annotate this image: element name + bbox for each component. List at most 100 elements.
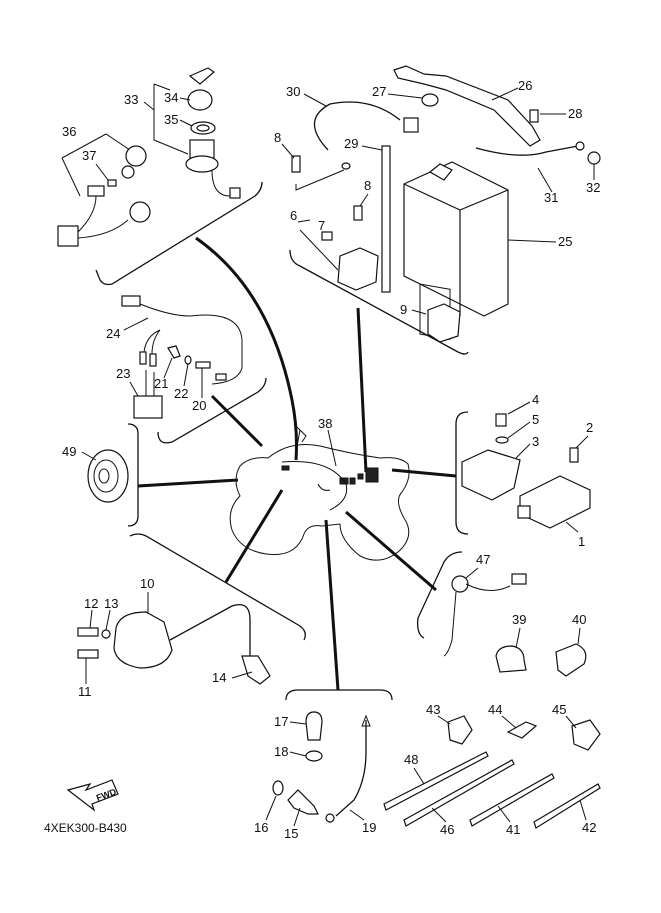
callout-9: 9 (400, 302, 407, 317)
callout-38: 38 (318, 416, 332, 431)
callout-37: 37 (82, 148, 96, 163)
frame-sensor-group (285, 689, 393, 701)
washer-13 (101, 629, 111, 639)
breather-tube (381, 145, 391, 293)
callout-34: 34 (164, 90, 178, 105)
callout-43: 43 (426, 702, 440, 717)
leader-cdi (391, 468, 457, 478)
clamp-44 (506, 721, 538, 739)
harness-connector (121, 295, 141, 307)
ignition-coil-assembly: 10 14 12 13 11 (77, 576, 271, 699)
relay-harness-assembly: 24 23 21 22 20 (106, 295, 243, 419)
callout-42: 42 (582, 820, 596, 835)
clamp-40 (555, 643, 587, 677)
callout-15: 15 (284, 826, 298, 841)
indicator-socket (125, 145, 147, 167)
callout-46: 46 (440, 822, 454, 837)
leader-coil (224, 489, 284, 583)
callout-7: 7 (318, 218, 325, 233)
callout-36: 36 (62, 124, 76, 139)
fwd-indicator: FWD (66, 779, 119, 812)
vehicle-frame-silhouette: 38 (229, 416, 410, 561)
switch-20 (195, 361, 211, 369)
clamps-assembly: 39 40 (495, 612, 587, 677)
frame-main-switch-group (95, 181, 263, 286)
leader-battery (356, 307, 368, 473)
frame-cdi-group (455, 411, 469, 535)
neutral-switch (451, 575, 469, 593)
callout-4: 4 (532, 392, 539, 407)
callout-13: 13 (104, 596, 118, 611)
gasket-18 (305, 750, 323, 762)
relay-23 (133, 395, 163, 419)
plug-lead (169, 603, 251, 656)
horn (87, 449, 129, 503)
fwd-arrow-icon (66, 779, 119, 812)
callout-6: 6 (290, 208, 297, 223)
cdi-rectifier-assembly: 4 5 3 2 1 (461, 392, 593, 549)
starter-relay (337, 247, 379, 291)
holder-43 (447, 715, 473, 745)
neutral-switch-assembly: 47 (443, 552, 527, 657)
callout-32: 32 (586, 180, 600, 195)
bolt-12 (77, 627, 99, 637)
callout-21: 21 (154, 376, 168, 391)
callout-3: 3 (532, 434, 539, 449)
fuse (321, 231, 333, 241)
indicator-light-assembly: 36 37 (57, 124, 151, 247)
callout-14: 14 (212, 670, 226, 685)
callout-20: 20 (192, 398, 206, 413)
callout-26: 26 (518, 78, 532, 93)
clamp-39 (495, 645, 527, 673)
callout-2: 2 (586, 420, 593, 435)
battery-cap (421, 93, 439, 107)
frame-relay-group (157, 377, 267, 444)
callout-40: 40 (572, 612, 586, 627)
frame-coil-group (129, 533, 306, 641)
callout-23: 23 (116, 366, 130, 381)
callout-22: 22 (174, 386, 188, 401)
ignition-coil (113, 611, 173, 669)
callout-25: 25 (558, 234, 572, 249)
bolt-2 (569, 447, 579, 463)
main-switch-assembly: 33 34 35 (124, 67, 241, 199)
leader-switch (195, 236, 298, 461)
callout-8a: 8 (274, 130, 281, 145)
thermo-switch (305, 711, 323, 741)
indicator-connector (57, 225, 79, 247)
callout-24: 24 (106, 326, 120, 341)
rectifier-regulator (461, 449, 521, 501)
callout-10: 10 (140, 576, 154, 591)
relay-9 (427, 303, 461, 343)
holder-45 (571, 719, 601, 751)
cable-tie-41 (469, 773, 555, 827)
key-icon (188, 67, 215, 85)
bolt-4 (495, 413, 507, 427)
cdi-unit (519, 475, 591, 529)
sensor-lead (335, 720, 367, 817)
callout-11: 11 (78, 684, 92, 699)
callout-49: 49 (62, 444, 76, 459)
battery-band (393, 65, 541, 147)
leader-sensor (324, 519, 340, 691)
callout-12: 12 (84, 596, 98, 611)
battery (403, 161, 509, 340)
callout-18: 18 (274, 744, 288, 759)
diagram-code: 4XEK300-B430 (44, 821, 127, 835)
callout-33: 33 (124, 92, 138, 107)
callout-44: 44 (488, 702, 502, 717)
frame-neutral-group (416, 551, 463, 639)
bolt-11 (77, 649, 99, 659)
callout-45: 45 (552, 702, 566, 717)
cable-tie-46 (403, 759, 515, 827)
frame-horn-group (127, 423, 139, 527)
bolt-28 (529, 109, 539, 123)
battery-assembly: 26 27 28 30 8 29 8 6 7 (274, 65, 601, 343)
battery-cable-negative (475, 145, 579, 156)
cable-ties-assembly: 43 44 45 48 46 41 42 (383, 702, 601, 837)
callout-41: 41 (506, 822, 520, 837)
callout-39: 39 (512, 612, 526, 627)
callout-19: 19 (362, 820, 376, 835)
clip-32 (587, 151, 601, 165)
